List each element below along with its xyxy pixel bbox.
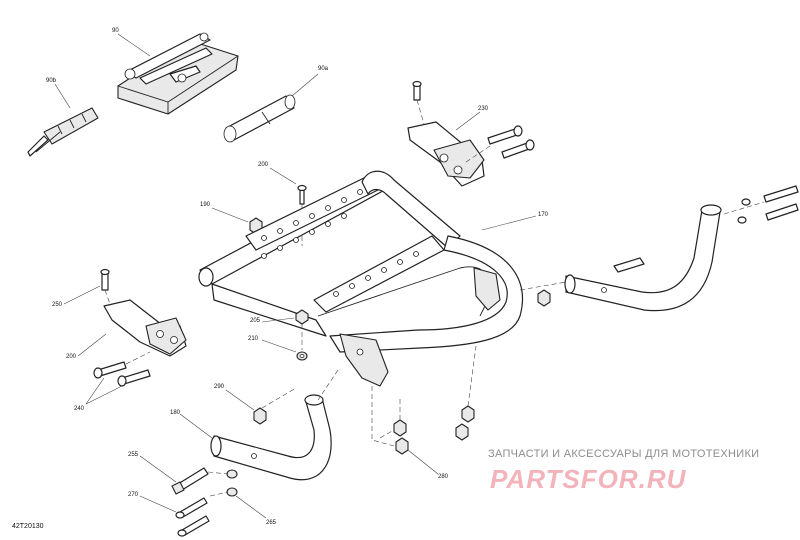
callout-210: 210 <box>248 336 259 342</box>
callout-255: 255 <box>128 452 139 458</box>
drawing-number: 42T20130 <box>12 523 44 530</box>
spark-plug-wrench-90a <box>223 94 296 143</box>
callout-205: 205 <box>250 318 261 324</box>
callout-230: 230 <box>478 106 489 112</box>
callout-90a: 90a <box>318 66 329 72</box>
frame-holes <box>261 189 419 297</box>
bolts-right-grip <box>723 185 799 224</box>
callout-90b: 90b <box>46 78 57 84</box>
nut-right-grip <box>537 289 551 307</box>
tool-kit-90 <box>117 32 239 115</box>
callout-170: 170 <box>538 212 549 218</box>
grip-right <box>519 204 722 312</box>
washer-210 <box>296 324 308 361</box>
watermark-logo: PARTSFOR.RU <box>490 464 687 494</box>
pins-240 <box>93 351 151 387</box>
callout-240: 240 <box>74 406 85 412</box>
callout-180: 180 <box>170 410 181 416</box>
callout-90: 90 <box>112 28 119 34</box>
bolt-255 <box>171 467 209 495</box>
screwdriver-90b <box>27 107 99 157</box>
grip-left-180 <box>210 369 339 481</box>
callout-190: 190 <box>200 202 211 208</box>
bracket-230 <box>407 80 485 187</box>
callout-280: 280 <box>438 474 449 480</box>
carrier-frame-170 <box>198 170 524 387</box>
watermark-subtitle: ЗАПЧАСТИ И АКСЕССУАРЫ ДЛЯ МОТОТЕХНИКИ <box>488 448 759 460</box>
nut-290 <box>253 387 297 425</box>
callout-200-left: 200 <box>66 354 77 360</box>
nuts-280 <box>371 345 477 455</box>
callout-250: 250 <box>52 302 63 308</box>
pins-230 <box>465 125 535 163</box>
bracket-200-left <box>100 268 187 357</box>
bolts-270 <box>175 497 210 537</box>
callout-270: 270 <box>128 492 139 498</box>
callout-290: 290 <box>214 384 225 390</box>
callout-200-top: 200 <box>258 162 269 168</box>
callout-265: 265 <box>266 520 277 526</box>
washers-265 <box>207 469 238 497</box>
nut-205 <box>295 309 309 325</box>
